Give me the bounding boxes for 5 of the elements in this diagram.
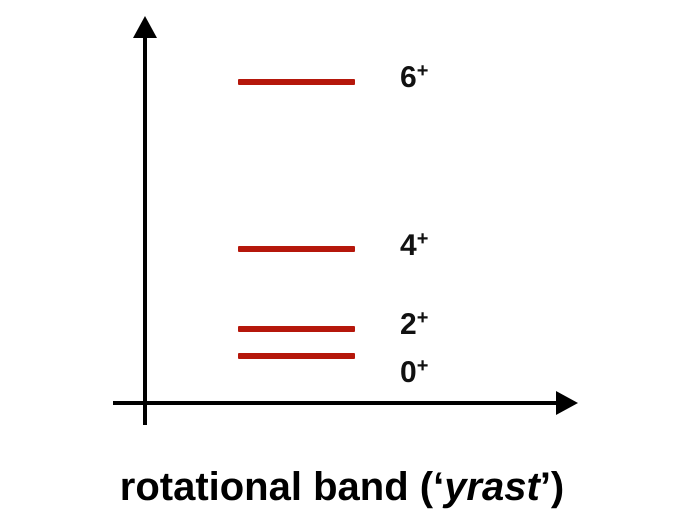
spin-parity-label: 2$^{+}$ <box>400 309 428 341</box>
spin-parity-label: 4$^{+}$ <box>400 230 428 262</box>
spin-parity-label: 6$^{+}$ <box>400 62 428 94</box>
caption: rotational band (‘yrast’) <box>118 464 566 511</box>
spin-parity-label: 0$^{+}$ <box>400 357 428 389</box>
